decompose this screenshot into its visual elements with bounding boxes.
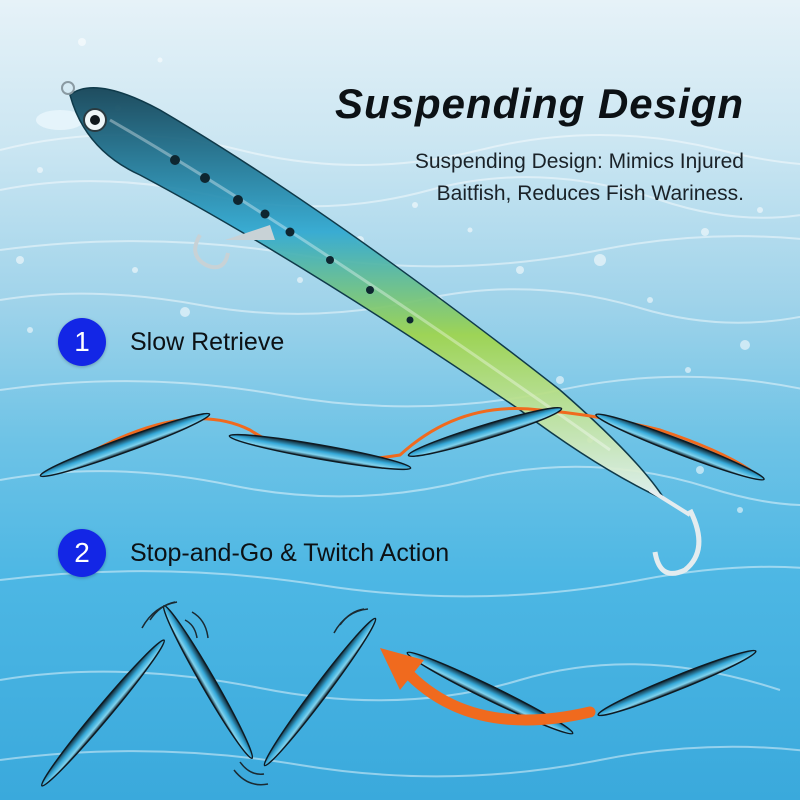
step-number-badge: 2 [58, 529, 106, 577]
slow-retrieve-lures [39, 406, 765, 481]
step-stop-and-go: 2 Stop-and-Go & Twitch Action [58, 529, 449, 577]
curved-arrow-icon [380, 648, 596, 726]
step-slow-retrieve: 1 Slow Retrieve [58, 318, 284, 366]
swim-path-icon [94, 406, 751, 472]
twitch-action-lures [40, 604, 757, 787]
vibration-marks-icon [141, 601, 369, 786]
subtitle-line-1: Suspending Design: Mimics Injured [414, 150, 744, 173]
subtitle: Suspending Design: Mimics Injured Baitfi… [284, 146, 744, 210]
step-label: Stop-and-Go & Twitch Action [130, 538, 450, 567]
step-number-badge: 1 [58, 318, 106, 366]
page-title: Suspending Design [334, 80, 744, 127]
subtitle-line-2: Baitfish, Reduces Fish Wariness. [436, 182, 744, 205]
step-label: Slow Retrieve [130, 327, 285, 356]
fishing-lure-icon [36, 81, 702, 576]
